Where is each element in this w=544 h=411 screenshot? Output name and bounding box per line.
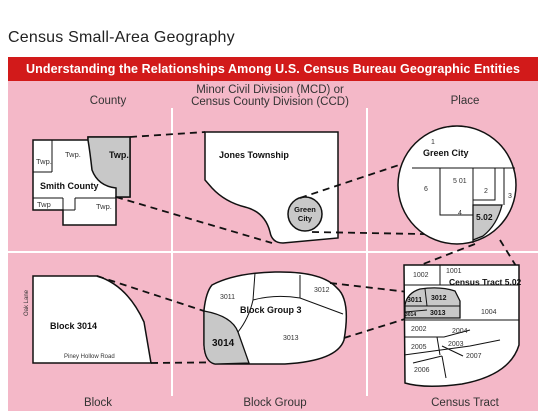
mcd-label-line2: Census County Division (CCD) [191,96,349,108]
block-to-bg-connectors [96,275,250,364]
block-label-3013: 3013 [283,335,299,342]
tract-block-boundary [404,329,471,338]
block-label-3012: 3012 [314,287,330,294]
township-outline [204,131,339,244]
place-name: Green City [423,148,469,158]
tract-boundary [473,168,496,201]
county-twp-top: Twp. [65,150,81,159]
section-banner: Understanding the Relationships Among U.… [8,57,538,81]
connector-line [96,275,205,312]
block-boundary [237,272,256,333]
tract-label-3012: 3012 [431,295,447,302]
bg-to-tract-connectors [329,282,409,339]
connector-line [299,157,421,199]
green-city-label-line1: Green [294,205,316,214]
connector-line [343,318,406,339]
tract-label-1: 1 [431,139,435,146]
block-label-3014: 3014 [212,338,235,349]
tract-label-2002: 2002 [411,326,427,333]
connector-line [150,361,250,364]
tract-502-highlight [472,204,503,241]
place-to-tract-connectors [417,239,517,267]
block-group-name: Block Group 3 [240,305,302,315]
township-name: Jones Township [219,150,289,160]
tract-label-3: 3 [508,193,512,200]
census-tract-column-label: Census Tract [431,397,499,409]
block-label-3011: 3011 [220,294,235,301]
county-column-label: County [89,95,127,107]
tract-block-boundary [441,355,447,379]
tract-label-502: 5.02 [476,212,493,222]
connector-line [115,196,273,244]
tract-label-2003: 2003 [448,341,464,348]
tract-boundary [439,168,473,216]
tract-block-boundary [436,336,441,356]
county-twp-bottom-left: Twp [37,200,51,209]
tract-label-2: 2 [484,188,488,195]
block-group-column-label: Block Group [243,397,307,409]
panel-grid-lines [8,108,538,396]
tract-label-1002: 1002 [413,272,429,279]
tract-block-boundaries [403,265,519,379]
mcd-column-label: Minor Civil Division (MCD) or Census Cou… [170,84,370,108]
connector-line [329,282,409,293]
place-outline [397,125,517,245]
tract-block-boundary [441,345,464,357]
tract-label-1001: 1001 [446,268,462,275]
block-name: Block 3014 [50,321,97,331]
connector-line [499,239,517,267]
road-bottom-label: Piney Hollow Road [64,354,115,360]
tract-label-3013: 3013 [430,310,446,317]
block-outline [32,275,152,364]
green-city-label-line2: City [298,214,313,223]
connector-line [129,131,206,138]
tract-label-2005: 2005 [411,344,427,351]
tract-label-2004: 2004 [452,328,468,335]
county-twp-bottom: Twp. [96,202,112,211]
tract-label-501: 5 01 [453,178,467,185]
tract-label-2006: 2006 [414,367,430,374]
mcd-label-line1: Minor Civil Division (MCD) or [196,84,344,96]
tract-label-3014: 3014 [405,312,416,318]
connector-line [417,243,476,267]
place-column-label: Place [450,95,480,107]
county-twp-highlight: Twp. [109,150,129,160]
block-column-label: Block [83,397,113,409]
county-highlight-township [87,136,131,198]
block-boundaries [237,272,344,333]
page-title: Census Small-Area Geography [8,29,235,46]
tract-block-boundary [404,309,428,313]
tract-label-2007: 2007 [466,353,482,360]
tract-label-1004: 1004 [481,309,497,316]
tract-label-4: 4 [458,210,462,217]
tract-inner-block-boundaries [404,288,460,313]
block-3014-highlight [203,310,250,365]
census-tract-name: Census Tract 5.02 [449,277,522,287]
county-name: Smith County [40,181,99,191]
county-twp-left: Twp. [36,157,52,166]
tract-block-boundary [424,288,428,307]
road-left-label: Oak Lane [24,289,30,316]
tract-block-boundary [403,339,501,356]
county-to-mcd-connectors [115,131,273,244]
tract-label-6: 6 [424,186,428,193]
tract-block-boundary [412,355,443,364]
tract-label-3011: 3011 [407,297,422,304]
